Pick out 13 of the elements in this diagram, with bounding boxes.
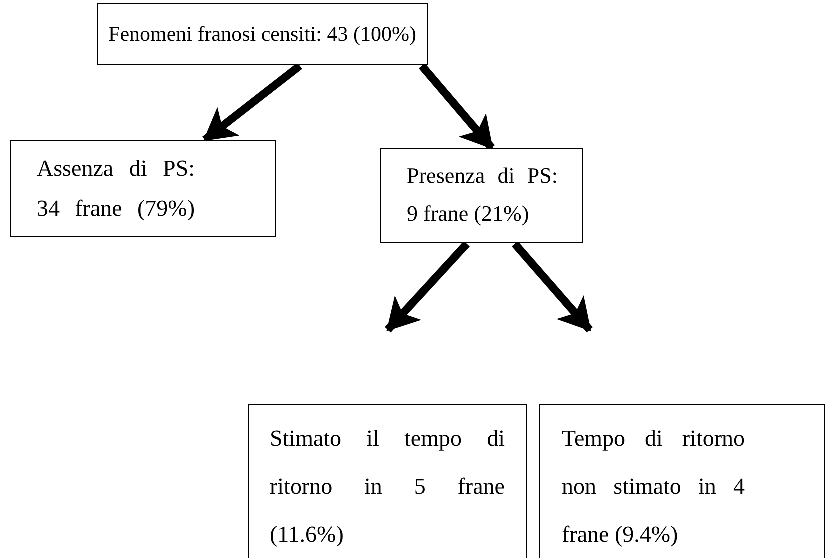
arrow [385,241,470,333]
box-text: Tempo di ritorno non stimato in 4 frane (9.4%) [562,425,745,549]
process-box [248,404,527,558]
box-text: Presenza di PS: 9 frane (21%) [407,162,558,228]
process-box [97,3,428,65]
box-text: Assenza di PS: 34 frane (79%) [37,155,195,223]
box-text: Stimato il tempo di ritorno in 5 frane (11.6%) [270,425,505,549]
arrow [418,63,496,151]
process-box [539,404,825,558]
arrow [512,241,594,333]
process-box [380,148,583,243]
box-text: Fenomeni franosi censiti: 43 (100%) [108,21,418,48]
process-box [10,140,276,237]
